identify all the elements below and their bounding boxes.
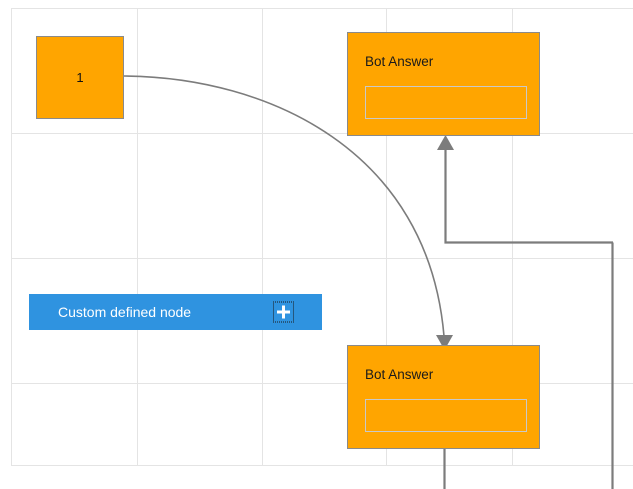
node-number-label: 1 xyxy=(76,70,84,85)
custom-defined-node-label: Custom defined node xyxy=(58,304,192,320)
plus-icon[interactable] xyxy=(273,301,294,323)
arrowhead-up-icon xyxy=(437,135,454,150)
node-numbered-1[interactable]: 1 xyxy=(36,36,124,119)
plus-icon-vertical-bar xyxy=(282,305,285,319)
arrowhead-down-icon xyxy=(436,335,453,350)
node-bot-answer-bottom[interactable]: Bot Answer xyxy=(347,345,540,449)
node-title: Bot Answer xyxy=(365,367,434,382)
custom-defined-node-button[interactable]: Custom defined node xyxy=(29,294,322,330)
node-answer-slot[interactable] xyxy=(365,399,527,432)
node-title: Bot Answer xyxy=(365,54,434,69)
connector-curve-node1-to-bot-answer-bottom[interactable] xyxy=(123,75,445,337)
node-answer-slot[interactable] xyxy=(365,86,527,119)
node-bot-answer-top[interactable]: Bot Answer xyxy=(347,32,540,136)
connector-elbow-to-bot-answer-top[interactable] xyxy=(444,150,614,244)
